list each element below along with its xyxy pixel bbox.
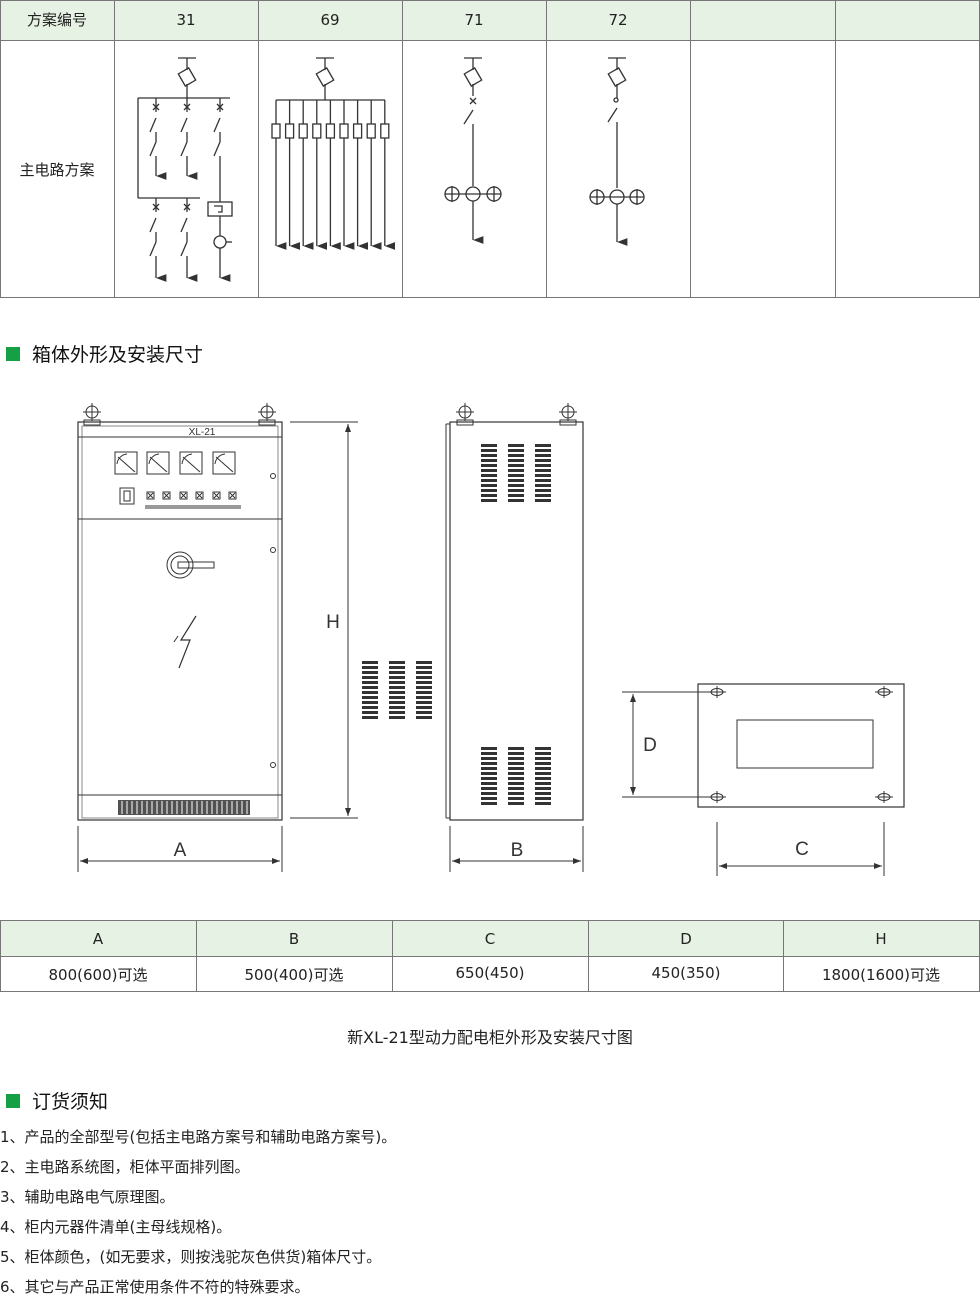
figure-caption: 新XL-21型动力配电柜外形及安装尺寸图 xyxy=(347,1028,633,1047)
dimension-b-label: B xyxy=(511,840,524,861)
ordering-note-5: 5、柜体颜色，(如无要求，则按浅驼灰色供货)箱体尺寸。 xyxy=(0,1248,382,1266)
dimensions-header-row xyxy=(0,920,980,956)
top-view: D C xyxy=(622,683,905,876)
dimension-a-label: A xyxy=(174,840,187,861)
scheme-table: 方案编号 31 69 71 72 主电路方案 xyxy=(0,0,980,298)
ordering-notes-list: 1、产品的全部型号(包括主电路方案号和辅助电路方案号)。 2、主电路系统图，柜体… xyxy=(0,1126,396,1306)
green-square-icon xyxy=(6,346,20,361)
front-view: XL-21 xyxy=(77,402,358,872)
dims-header-a: A xyxy=(92,930,104,948)
green-square-icon xyxy=(6,1093,20,1108)
dims-value-d: 450(350) xyxy=(651,964,721,982)
side-view: B xyxy=(445,402,584,872)
scheme-number-4: 72 xyxy=(608,11,628,29)
scheme-number-1: 31 xyxy=(176,11,196,29)
section-dimensions-heading: 箱体外形及安装尺寸 xyxy=(6,340,203,367)
dims-header-d: D xyxy=(680,930,692,948)
dims-value-c: 650(450) xyxy=(455,964,525,982)
ordering-note-1: 1、产品的全部型号(包括主电路方案号和辅助电路方案号)。 xyxy=(0,1128,397,1146)
circuit-69 xyxy=(271,57,389,250)
ordering-note-3: 3、辅助电路电气原理图。 xyxy=(0,1188,175,1206)
front-panel-label: XL-21 xyxy=(189,427,216,438)
dims-header-c: C xyxy=(484,930,496,948)
main-circuit-label: 主电路方案 xyxy=(19,160,95,179)
scheme-number-2: 69 xyxy=(320,11,340,29)
dimension-h-label: H xyxy=(326,612,340,633)
ordering-note-6: 6、其它与产品正常使用条件不符的特殊要求。 xyxy=(0,1278,310,1296)
circuit-diagrams xyxy=(137,57,645,282)
dims-value-a: 800(600)可选 xyxy=(48,966,148,984)
ordering-note-2: 2、主电路系统图，柜体平面排列图。 xyxy=(0,1158,250,1176)
section-dimensions-title: 箱体外形及安装尺寸 xyxy=(32,344,204,366)
circuit-31 xyxy=(137,57,233,282)
dims-value-h: 1800(1600)可选 xyxy=(821,966,941,984)
circuit-71 xyxy=(444,57,502,244)
side-vent-panel xyxy=(361,660,433,720)
dimension-d-label: D xyxy=(643,735,657,756)
scheme-header-row xyxy=(0,0,980,40)
dims-header-b: B xyxy=(288,930,300,948)
dims-header-h: H xyxy=(875,930,887,948)
section-ordering-heading: 订货须知 xyxy=(6,1087,108,1114)
cabinet-drawing: XL-21 xyxy=(77,402,905,876)
dims-value-b: 500(400)可选 xyxy=(244,966,344,984)
dimension-c-label: C xyxy=(795,839,809,860)
dimensions-table: A B C D H 800(600)可选 500(400)可选 650(450)… xyxy=(0,920,980,992)
ordering-note-4: 4、柜内元器件清单(主母线规格)。 xyxy=(0,1218,232,1236)
circuit-72 xyxy=(589,57,645,246)
section-ordering-title: 订货须知 xyxy=(32,1091,109,1113)
scheme-number-3: 71 xyxy=(464,11,484,29)
scheme-header-label: 方案编号 xyxy=(26,11,87,29)
